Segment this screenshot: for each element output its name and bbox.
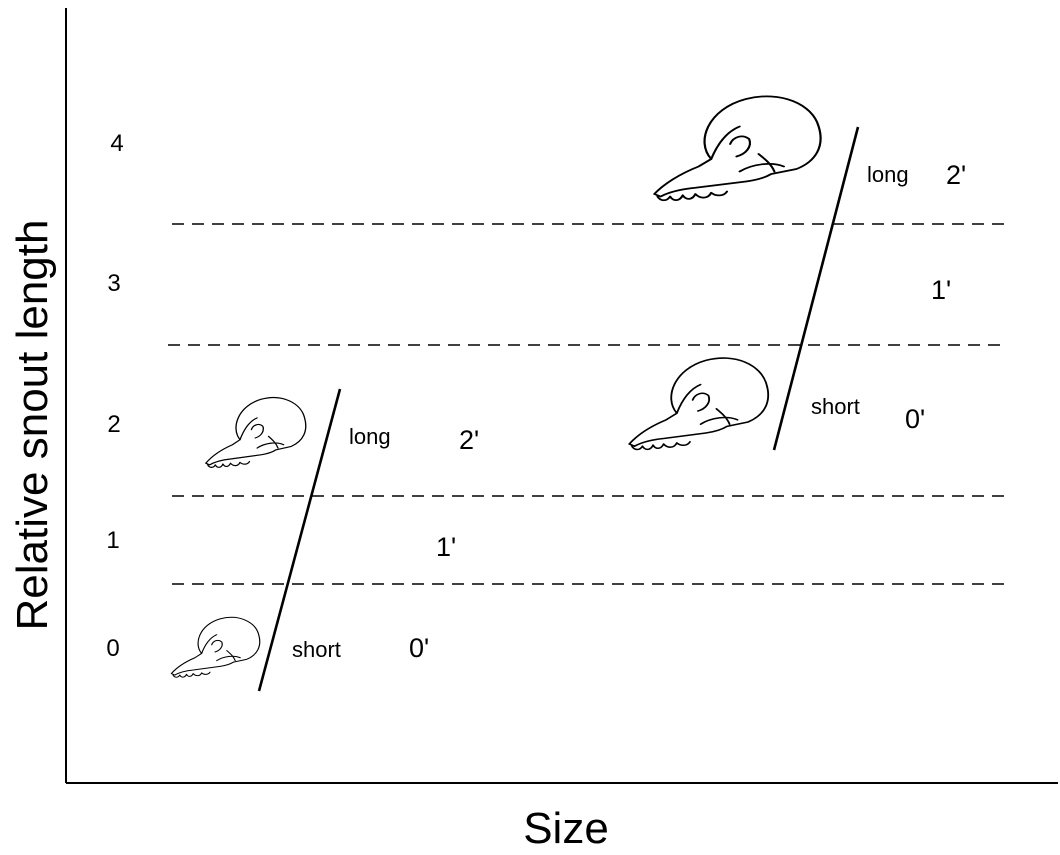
level-label-1: 1 (106, 527, 119, 554)
small-code-2: 2' (459, 425, 479, 455)
skull-icon (170, 616, 261, 678)
small-code-0: 0' (409, 633, 429, 663)
large-code-2: 2' (946, 160, 966, 190)
y-axis-title: Relative snout length (8, 220, 57, 631)
level-label-2: 2 (107, 411, 120, 438)
level-label-4: 4 (110, 130, 123, 157)
large-species-trend-line (772, 126, 860, 451)
large-code-1: 1' (931, 275, 951, 305)
x-axis-title: Size (523, 804, 609, 853)
skull-icon (653, 95, 822, 202)
skull-icon (628, 357, 770, 451)
level-label-0: 0 (106, 635, 119, 662)
small-long-label: long (349, 424, 391, 449)
level-label-3: 3 (107, 270, 120, 297)
large-long-label: long (867, 162, 909, 187)
small-code-1: 1' (436, 532, 456, 562)
large-code-0: 0' (905, 404, 925, 434)
small-short-label: short (292, 637, 341, 662)
small-species-trend-line (257, 388, 342, 692)
level-boundaries (168, 223, 1005, 585)
skull-icon (205, 396, 307, 469)
large-short-label: short (811, 394, 860, 419)
